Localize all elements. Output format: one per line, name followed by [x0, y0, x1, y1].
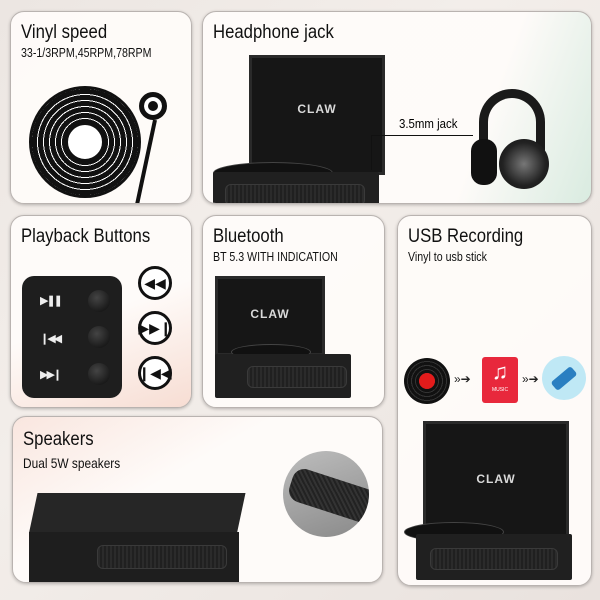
- panel-subtitle: Vinyl to usb stick: [408, 250, 487, 264]
- rewind-icon: ◀◀: [138, 266, 172, 300]
- panel-title: Headphone jack: [213, 22, 334, 43]
- play-pause-knob: [88, 290, 110, 312]
- headphone-jack-panel: Headphone jack CLAW 3.5mm jack: [202, 11, 592, 204]
- vinyl-record-icon: [29, 86, 141, 198]
- previous-knob: [88, 326, 110, 348]
- arrow-icon: »➔: [454, 372, 471, 386]
- usb-recording-panel: USB Recording Vinyl to usb stick »➔ ♫ MU…: [397, 215, 592, 586]
- panel-title: Bluetooth: [213, 226, 284, 247]
- bluetooth-panel: Bluetooth BT 5.3 WITH INDICATION CLAW: [202, 215, 385, 408]
- speaker-zoom-image: [283, 451, 369, 537]
- tonearm-icon: [139, 92, 167, 120]
- arrow-icon: »➔: [522, 372, 539, 386]
- play-pause-label: ▶❚❚: [40, 295, 63, 307]
- skip-forward-icon: ▶▶❙: [138, 311, 172, 345]
- previous-label: ❙◀◀: [40, 333, 62, 345]
- panel-title: Speakers: [23, 429, 94, 450]
- panel-subtitle: 33-1/3RPM,45RPM,78RPM: [21, 46, 152, 60]
- next-knob: [88, 363, 110, 385]
- brand-logo: CLAW: [297, 102, 337, 116]
- panel-subtitle: Dual 5W speakers: [23, 455, 121, 471]
- callout-line: [371, 135, 375, 170]
- usb-stick-icon: [542, 356, 586, 400]
- panel-title: Vinyl speed: [21, 22, 108, 43]
- next-label: ▶▶❙: [40, 369, 62, 381]
- panel-title: Playback Buttons: [21, 226, 151, 247]
- brand-logo: CLAW: [250, 307, 290, 321]
- callout-line: [371, 135, 473, 136]
- headphones-image: [471, 89, 553, 189]
- panel-subtitle: BT 5.3 WITH INDICATION: [213, 250, 338, 264]
- skip-back-icon: ❙◀◀: [138, 356, 172, 390]
- brand-logo: CLAW: [476, 472, 516, 486]
- vinyl-speed-panel: Vinyl speed 33-1/3RPM,45RPM,78RPM: [10, 11, 192, 204]
- speakers-panel: Speakers Dual 5W speakers: [12, 416, 383, 583]
- vinyl-icon: [404, 358, 450, 404]
- music-file-icon: ♫ MUSIC: [482, 357, 518, 403]
- control-panel-image: ▶❚❚ ❙◀◀ ▶▶❙: [22, 276, 122, 398]
- jack-label: 3.5mm jack: [399, 116, 458, 131]
- playback-buttons-panel: Playback Buttons ▶❚❚ ❙◀◀ ▶▶❙ ◀◀ ▶▶❙ ❙◀◀: [10, 215, 192, 408]
- panel-title: USB Recording: [408, 226, 524, 247]
- music-label: MUSIC: [491, 387, 509, 393]
